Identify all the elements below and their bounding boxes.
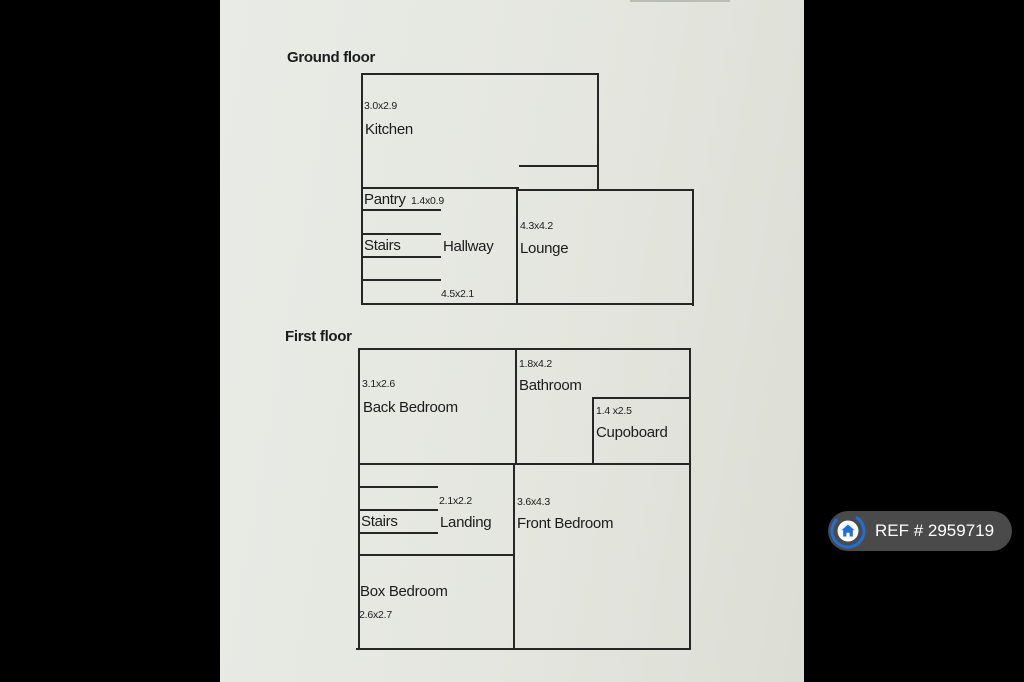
lounge-dimensions: 4.3x4.2	[520, 220, 554, 232]
kitchen-wall-left	[361, 73, 363, 190]
kitchen-dimensions: 3.0x2.9	[364, 100, 398, 112]
pantry-label: Pantry	[364, 191, 406, 208]
stair-tread	[363, 256, 441, 258]
cupboard-wall-left	[592, 397, 594, 465]
ref-badge: REF # 2959719	[828, 511, 1012, 551]
hallway-dimensions: 4.5x2.1	[441, 288, 475, 300]
lounge-wall-top	[518, 189, 694, 191]
cupboard-dimensions: 1.4 x2.5	[596, 405, 632, 417]
ground-floor-divider	[361, 187, 519, 189]
lounge-wall-right	[692, 189, 694, 306]
ground-floor-wall-bottom	[361, 303, 694, 305]
first-floor-wall-bottom	[356, 648, 691, 650]
box-bedroom-label: Box Bedroom	[360, 583, 448, 600]
bathroom-label: Bathroom	[519, 377, 582, 394]
floorplan-sheet	[220, 0, 804, 682]
cupboard-wall-top	[593, 397, 690, 399]
back-bedroom-label: Back Bedroom	[363, 399, 458, 416]
landing-front-bedroom-wall	[513, 465, 515, 649]
back-bedroom-bathroom-wall	[515, 350, 517, 465]
ground-stairs-label: Stairs	[364, 237, 401, 254]
ref-number: REF # 2959719	[875, 521, 995, 540]
sheet-top-edge	[630, 0, 730, 2]
stair-tread	[360, 509, 438, 511]
stair-tread	[360, 532, 438, 534]
first-floor-wall-left	[358, 348, 360, 650]
bathroom-dimensions: 1.8x4.2	[519, 358, 553, 370]
pantry-shelf	[363, 209, 441, 211]
stair-tread	[360, 486, 438, 488]
kitchen-wall-top	[362, 73, 599, 75]
first-stairs-label: Stairs	[361, 513, 398, 530]
hallway-lounge-wall	[516, 187, 518, 304]
pantry-dimensions: 1.4x0.9	[411, 195, 445, 207]
first-floor-midline	[359, 463, 691, 465]
stair-tread	[363, 279, 441, 281]
first-floor-wall-top	[359, 348, 691, 350]
box-bedroom-dimensions: 2.6x2.7	[359, 609, 393, 621]
kitchen-wall-right	[597, 73, 599, 190]
box-bedroom-wall-top	[359, 554, 514, 556]
lounge-label: Lounge	[520, 240, 569, 257]
first-floor-wall-right	[689, 350, 691, 650]
ground-floor-heading: Ground floor	[287, 49, 376, 66]
landing-label: Landing	[440, 514, 492, 531]
ground-floor-wall-left	[361, 187, 363, 304]
home-icon	[830, 513, 866, 549]
front-bedroom-dimensions: 3.6x4.3	[517, 496, 551, 508]
cupboard-label: Cupoboard	[596, 424, 668, 441]
kitchen-label: Kitchen	[365, 121, 413, 138]
back-bedroom-dimensions: 3.1x2.6	[362, 378, 396, 390]
hallway-label: Hallway	[443, 238, 494, 255]
first-floor-heading: First floor	[285, 328, 352, 345]
front-bedroom-label: Front Bedroom	[517, 515, 614, 532]
stair-tread	[363, 233, 441, 235]
kitchen-counter	[519, 165, 598, 167]
landing-dimensions: 2.1x2.2	[439, 495, 473, 507]
